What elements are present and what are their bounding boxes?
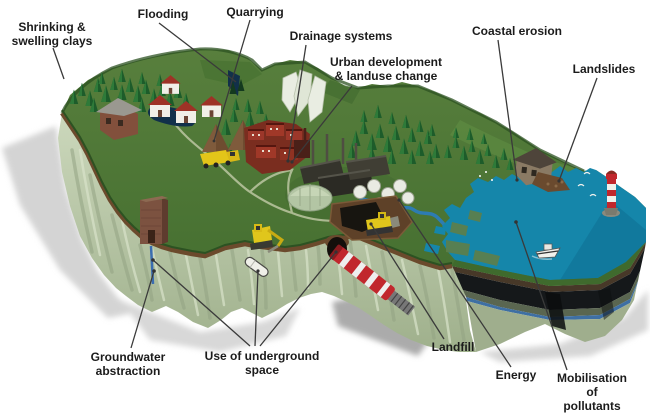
label-urban-development: Urban development & landuse change	[329, 55, 443, 83]
underground-storage-capsule	[244, 256, 269, 277]
label-coastal-erosion: Coastal erosion	[471, 24, 563, 38]
excavator	[250, 224, 285, 254]
label-flooding: Flooding	[137, 7, 189, 21]
submerged-land-patches	[446, 210, 500, 266]
label-landslides: Landslides	[572, 62, 636, 76]
leader-lines	[52, 19, 598, 371]
label-drainage-systems: Drainage systems	[289, 29, 393, 43]
dump-truck	[200, 150, 240, 169]
label-shrinking-swelling-clays: Shrinking & swelling clays	[11, 20, 93, 48]
shore-foam	[479, 171, 493, 181]
label-energy: Energy	[495, 368, 537, 382]
label-use-of-underground-space: Use of underground space	[204, 349, 320, 377]
gasholder-dome	[287, 184, 333, 212]
leader-dots	[151, 139, 561, 273]
lighthouse	[602, 170, 620, 217]
tunnel-boring-machine	[325, 235, 416, 316]
boat	[531, 243, 561, 260]
dark-rock-strata	[452, 242, 646, 352]
brick-house	[96, 98, 142, 140]
bulldozer	[366, 212, 400, 236]
label-mobilisation-of-pollutants: Mobilisation of pollutants	[557, 371, 627, 413]
debris-rubble	[546, 180, 564, 188]
label-landfill: Landfill	[431, 340, 475, 354]
village	[147, 75, 223, 127]
label-groundwater-abstraction: Groundwater abstraction	[90, 350, 166, 378]
landslide-debris	[532, 172, 570, 192]
pump-house-tower	[140, 196, 168, 285]
coastal-slope-band	[452, 242, 646, 286]
landfill-site	[329, 195, 413, 241]
label-quarrying: Quarrying	[226, 5, 284, 19]
flooded-valley	[228, 70, 245, 96]
gulls	[577, 171, 597, 197]
